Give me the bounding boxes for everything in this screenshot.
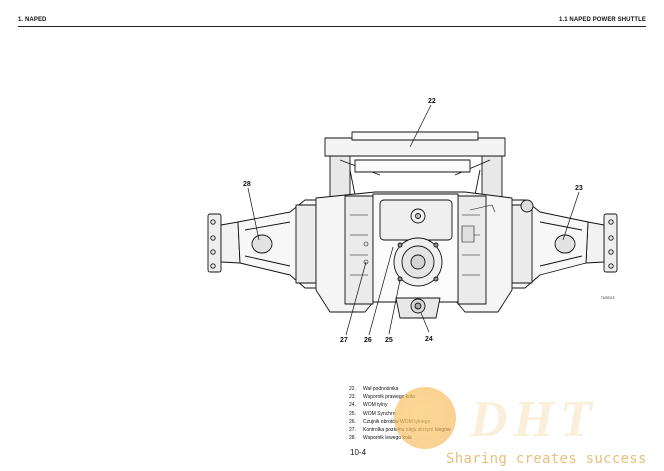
legend-item: 28.Wspornik lewego koła [349,435,412,442]
header-rule [18,26,646,27]
callout-24: 24 [425,336,433,343]
callout-27: 27 [340,337,348,344]
watermark-logo: DHT [470,391,598,448]
legend-item: 23.Wspornik prawego koła [349,394,415,401]
pto-synchro [393,237,443,287]
left-wheel-support [207,199,319,289]
callout-leaders [247,104,580,336]
callout-25: 25 [385,337,393,344]
right-wheel-support [509,199,618,289]
housing-details [350,204,496,276]
watermark-logo-circle [394,387,456,449]
watermark-tagline: Sharing creates success [446,451,647,467]
legend-item: 22.Wał podnośnika [349,386,399,392]
legend-item: 25.WOM Synchro [349,410,396,417]
callout-22: 22 [428,98,436,105]
legend-item: 24.WOM tylny [349,402,388,409]
page-number: 10-4 [350,448,367,457]
callout-26: 26 [364,337,372,344]
section-title-left: 1. NAPED [18,17,47,23]
rear-pto [395,297,441,319]
callout-labels: 22 23 24 25 26 27 28 [243,98,583,344]
section-title-right: 1.1 NAPED POWER SHUTTLE [559,17,646,23]
figure-code: TM20015 [601,296,615,300]
callout-28: 28 [243,181,251,188]
callout-23: 23 [575,185,583,192]
